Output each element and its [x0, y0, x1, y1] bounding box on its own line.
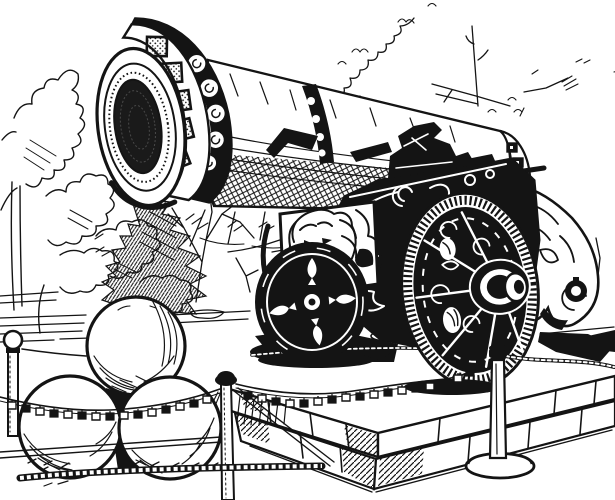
muzzle: Flared muzzle with decorated square and … [95, 17, 233, 210]
wheel-hub [468, 258, 531, 315]
chain-right [504, 354, 615, 369]
barrier-post-left [2, 329, 87, 437]
rope-thick [16, 462, 326, 487]
muzzle-bore: Dark cannon bore [113, 78, 163, 175]
cannon: Giant cannon barrel [95, 17, 615, 395]
barrier-post-right [464, 344, 615, 480]
front-wheel-shadow [258, 352, 374, 368]
cannonball-left [17, 374, 123, 480]
muzzle-face: Dark cannon bore [95, 46, 187, 208]
lifting-bracket [266, 128, 318, 158]
rope-thin [0, 387, 335, 467]
front-wheel: Dark front wheel with spade cutouts [255, 242, 374, 368]
rear-wheel-spokes [415, 211, 524, 368]
rear-wheel: Large ornate rear wheel with hub [400, 191, 540, 389]
plate-scroll [355, 209, 383, 271]
garland-chain-right [235, 361, 485, 408]
rope-barrier: Rope barrier with posts and pennant chai… [0, 329, 615, 500]
platform-hatching [236, 390, 424, 488]
muzzle-lower-shadow [108, 180, 178, 210]
barrel-band [302, 84, 334, 164]
garland-chain-left [0, 388, 221, 421]
